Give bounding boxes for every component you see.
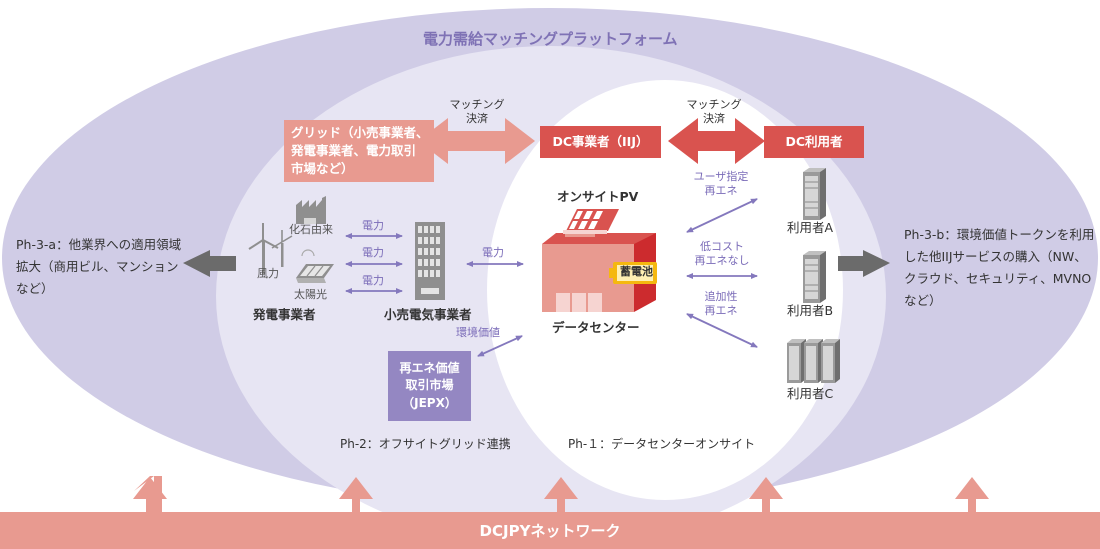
wind-turbine-icon — [248, 223, 293, 274]
matching-left-line2: 決済 — [466, 112, 488, 126]
user-link-a-line2: 再エネ — [704, 184, 738, 198]
power-to-dc-label: 電力 — [482, 246, 504, 259]
pink-double-arrow — [418, 118, 535, 164]
red-double-arrow — [668, 118, 765, 164]
user-link-label-b: 低コスト 再エネなし — [687, 240, 757, 269]
server-icon-b — [803, 251, 826, 303]
gray-arrow-left — [183, 250, 236, 277]
phase-2-label: Ph-2：オフサイトグリッド連携 — [340, 437, 511, 451]
jepx-line1: 再エネ価値 — [399, 360, 460, 375]
jepx-line3: （JEPX） — [402, 395, 457, 410]
up-arrow-5-stem — [968, 499, 976, 513]
grid-box-line1: グリッド（小売事業者、 — [291, 124, 429, 140]
generation-label: 発電事業者 — [253, 307, 316, 322]
matching-right-line1: マッチング — [686, 98, 742, 111]
up-arrow-5-head — [955, 477, 989, 499]
solar-panel-icon — [296, 249, 334, 283]
user-link-b-line2: 再エネなし — [694, 254, 750, 268]
power-label-3: 電力 — [362, 274, 384, 287]
matching-right-line2: 決済 — [703, 112, 725, 126]
grid-box-line2: 発電事業者、電力取引 — [291, 142, 417, 158]
matching-label-right: マッチング 決済 — [683, 98, 745, 127]
user-b-label: 利用者B — [787, 303, 834, 318]
up-arrow-4-stem — [762, 499, 770, 513]
user-link-arrow-a — [686, 198, 758, 233]
retail-building-icon — [415, 222, 445, 300]
dcjpy-network-bar: DCJPYネットワーク — [0, 512, 1100, 549]
datacenter-label: データセンター — [552, 320, 640, 335]
user-link-a-line1: ユーザ指定 — [693, 170, 749, 183]
onsite-pv-label: オンサイトPV — [557, 189, 639, 204]
fossil-label: 化石由来 — [289, 223, 333, 236]
phase-1-label: Ph-１：データセンターオンサイト — [568, 437, 756, 451]
platform-title: 電力需給マッチングプラットフォーム — [423, 30, 678, 48]
gray-arrow-right — [838, 250, 890, 277]
wind-label: 風力 — [257, 267, 279, 280]
retail-label: 小売電気事業者 — [384, 307, 472, 322]
up-arrow-3-head — [544, 477, 578, 499]
user-link-c-line1: 追加性 — [704, 290, 738, 303]
network-up-arrows — [133, 476, 989, 513]
phase-3b-label: Ph-3-b：環境価値トークンを利用した他IIJサービスの購入（NW、クラウド、… — [904, 227, 1095, 308]
user-link-b-line1: 低コスト — [700, 240, 744, 253]
up-arrow-1 — [134, 476, 166, 512]
matching-left-line1: マッチング — [449, 98, 505, 111]
up-arrow-2-head — [339, 477, 373, 499]
up-arrow-1-stem — [146, 499, 154, 513]
user-c-label: 利用者C — [787, 386, 834, 401]
server-icon-c — [787, 339, 840, 383]
power-label-2: 電力 — [362, 246, 384, 259]
battery-icon — [609, 262, 657, 284]
dc-operator-box: DC事業者（IIJ） — [540, 126, 661, 158]
up-arrow-3-stem — [557, 499, 565, 513]
matching-label-left: マッチング 決済 — [446, 98, 508, 127]
grid-box: グリッド（小売事業者、 発電事業者、電力取引 市場など） — [284, 120, 434, 182]
user-link-c-line2: 再エネ — [704, 304, 738, 318]
factory-icon — [296, 196, 326, 224]
up-arrow-4-head — [749, 477, 783, 499]
user-link-arrow-c — [686, 313, 758, 348]
user-a-label: 利用者A — [787, 220, 834, 235]
env-value-label: 環境価値 — [456, 326, 500, 339]
dc-user-box: DC利用者 — [764, 126, 864, 158]
solar-label: 太陽光 — [294, 288, 327, 301]
grid-box-line3: 市場など） — [291, 161, 354, 177]
battery-label: 蓄電池 — [620, 265, 653, 278]
user-link-label-c: 追加性 再エネ — [690, 290, 752, 319]
server-icon-a — [803, 168, 826, 220]
power-label-1: 電力 — [362, 219, 384, 232]
user-link-label-a: ユーザ指定 再エネ — [690, 170, 752, 199]
phase-3a-label: Ph-3-a：他業界への適用領域拡大（商用ビル、マンションなど） — [16, 237, 182, 296]
jepx-line2: 取引市場 — [405, 378, 454, 393]
inner-ellipse — [487, 80, 843, 500]
up-arrow-2-stem — [352, 499, 360, 513]
jepx-box: 再エネ価値 取引市場 （JEPX） — [388, 351, 471, 421]
up-arrow-1-head — [133, 477, 167, 499]
env-value-arrow — [477, 335, 523, 357]
onsite-pv-icon — [563, 209, 619, 237]
